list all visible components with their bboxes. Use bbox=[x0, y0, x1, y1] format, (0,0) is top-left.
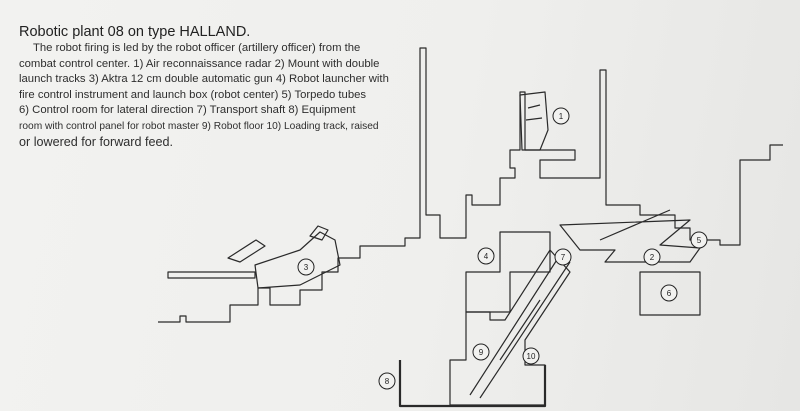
callout-4-label: 4 bbox=[484, 252, 489, 261]
callout-4 bbox=[477, 247, 495, 265]
callout-2 bbox=[643, 248, 661, 266]
caption-title: Robotic plant 08 on type HALLAND. bbox=[19, 24, 251, 40]
callout-1 bbox=[552, 107, 570, 125]
callout-1-label: 1 bbox=[559, 112, 564, 121]
callout-10-label: 10 bbox=[527, 352, 536, 361]
callout-7 bbox=[554, 248, 572, 266]
callout-7-label: 7 bbox=[561, 253, 566, 262]
callout-6-label: 6 bbox=[667, 289, 672, 298]
gun-mount bbox=[227, 225, 329, 263]
caption-line-1: The robot firing is led by the robot off… bbox=[33, 42, 361, 54]
callout-3-label: 3 bbox=[304, 263, 309, 272]
callout-2-label: 2 bbox=[650, 253, 655, 262]
callout-9-label: 9 bbox=[479, 348, 484, 357]
callout-8 bbox=[378, 372, 396, 390]
callout-5 bbox=[690, 231, 708, 249]
control-room-compartment bbox=[639, 271, 701, 316]
caption-line-6: room with control panel for robot master… bbox=[19, 120, 379, 132]
callout-5-label: 5 bbox=[697, 236, 702, 245]
callout-8-label: 8 bbox=[385, 377, 390, 386]
caption-line-2: combat control center. 1) Air reconnaiss… bbox=[19, 57, 380, 70]
shaft-diagonal bbox=[469, 254, 571, 399]
caption-text: Robotic plant 08 on type HALLAND. The ro… bbox=[19, 24, 419, 150]
callout-10 bbox=[522, 347, 540, 365]
launch-track bbox=[559, 209, 701, 263]
robot-center-compartment bbox=[465, 231, 551, 313]
radar-structure bbox=[519, 91, 549, 151]
callout-markers bbox=[297, 107, 708, 390]
caption-line-3: launch tracks 3) Aktra 12 cm double auto… bbox=[19, 73, 389, 86]
callout-6 bbox=[660, 284, 678, 302]
equipment-room bbox=[398, 360, 547, 408]
caption-line-4: fire control instrument and launch box (… bbox=[19, 88, 367, 101]
gun-barrel bbox=[167, 231, 341, 289]
caption-line-5: 6) Control room for lateral direction 7)… bbox=[19, 104, 356, 117]
caption-line-7: or lowered for forward feed. bbox=[19, 134, 173, 149]
deck-outline bbox=[158, 47, 783, 323]
callout-9 bbox=[472, 343, 490, 361]
callout-3 bbox=[297, 258, 315, 276]
